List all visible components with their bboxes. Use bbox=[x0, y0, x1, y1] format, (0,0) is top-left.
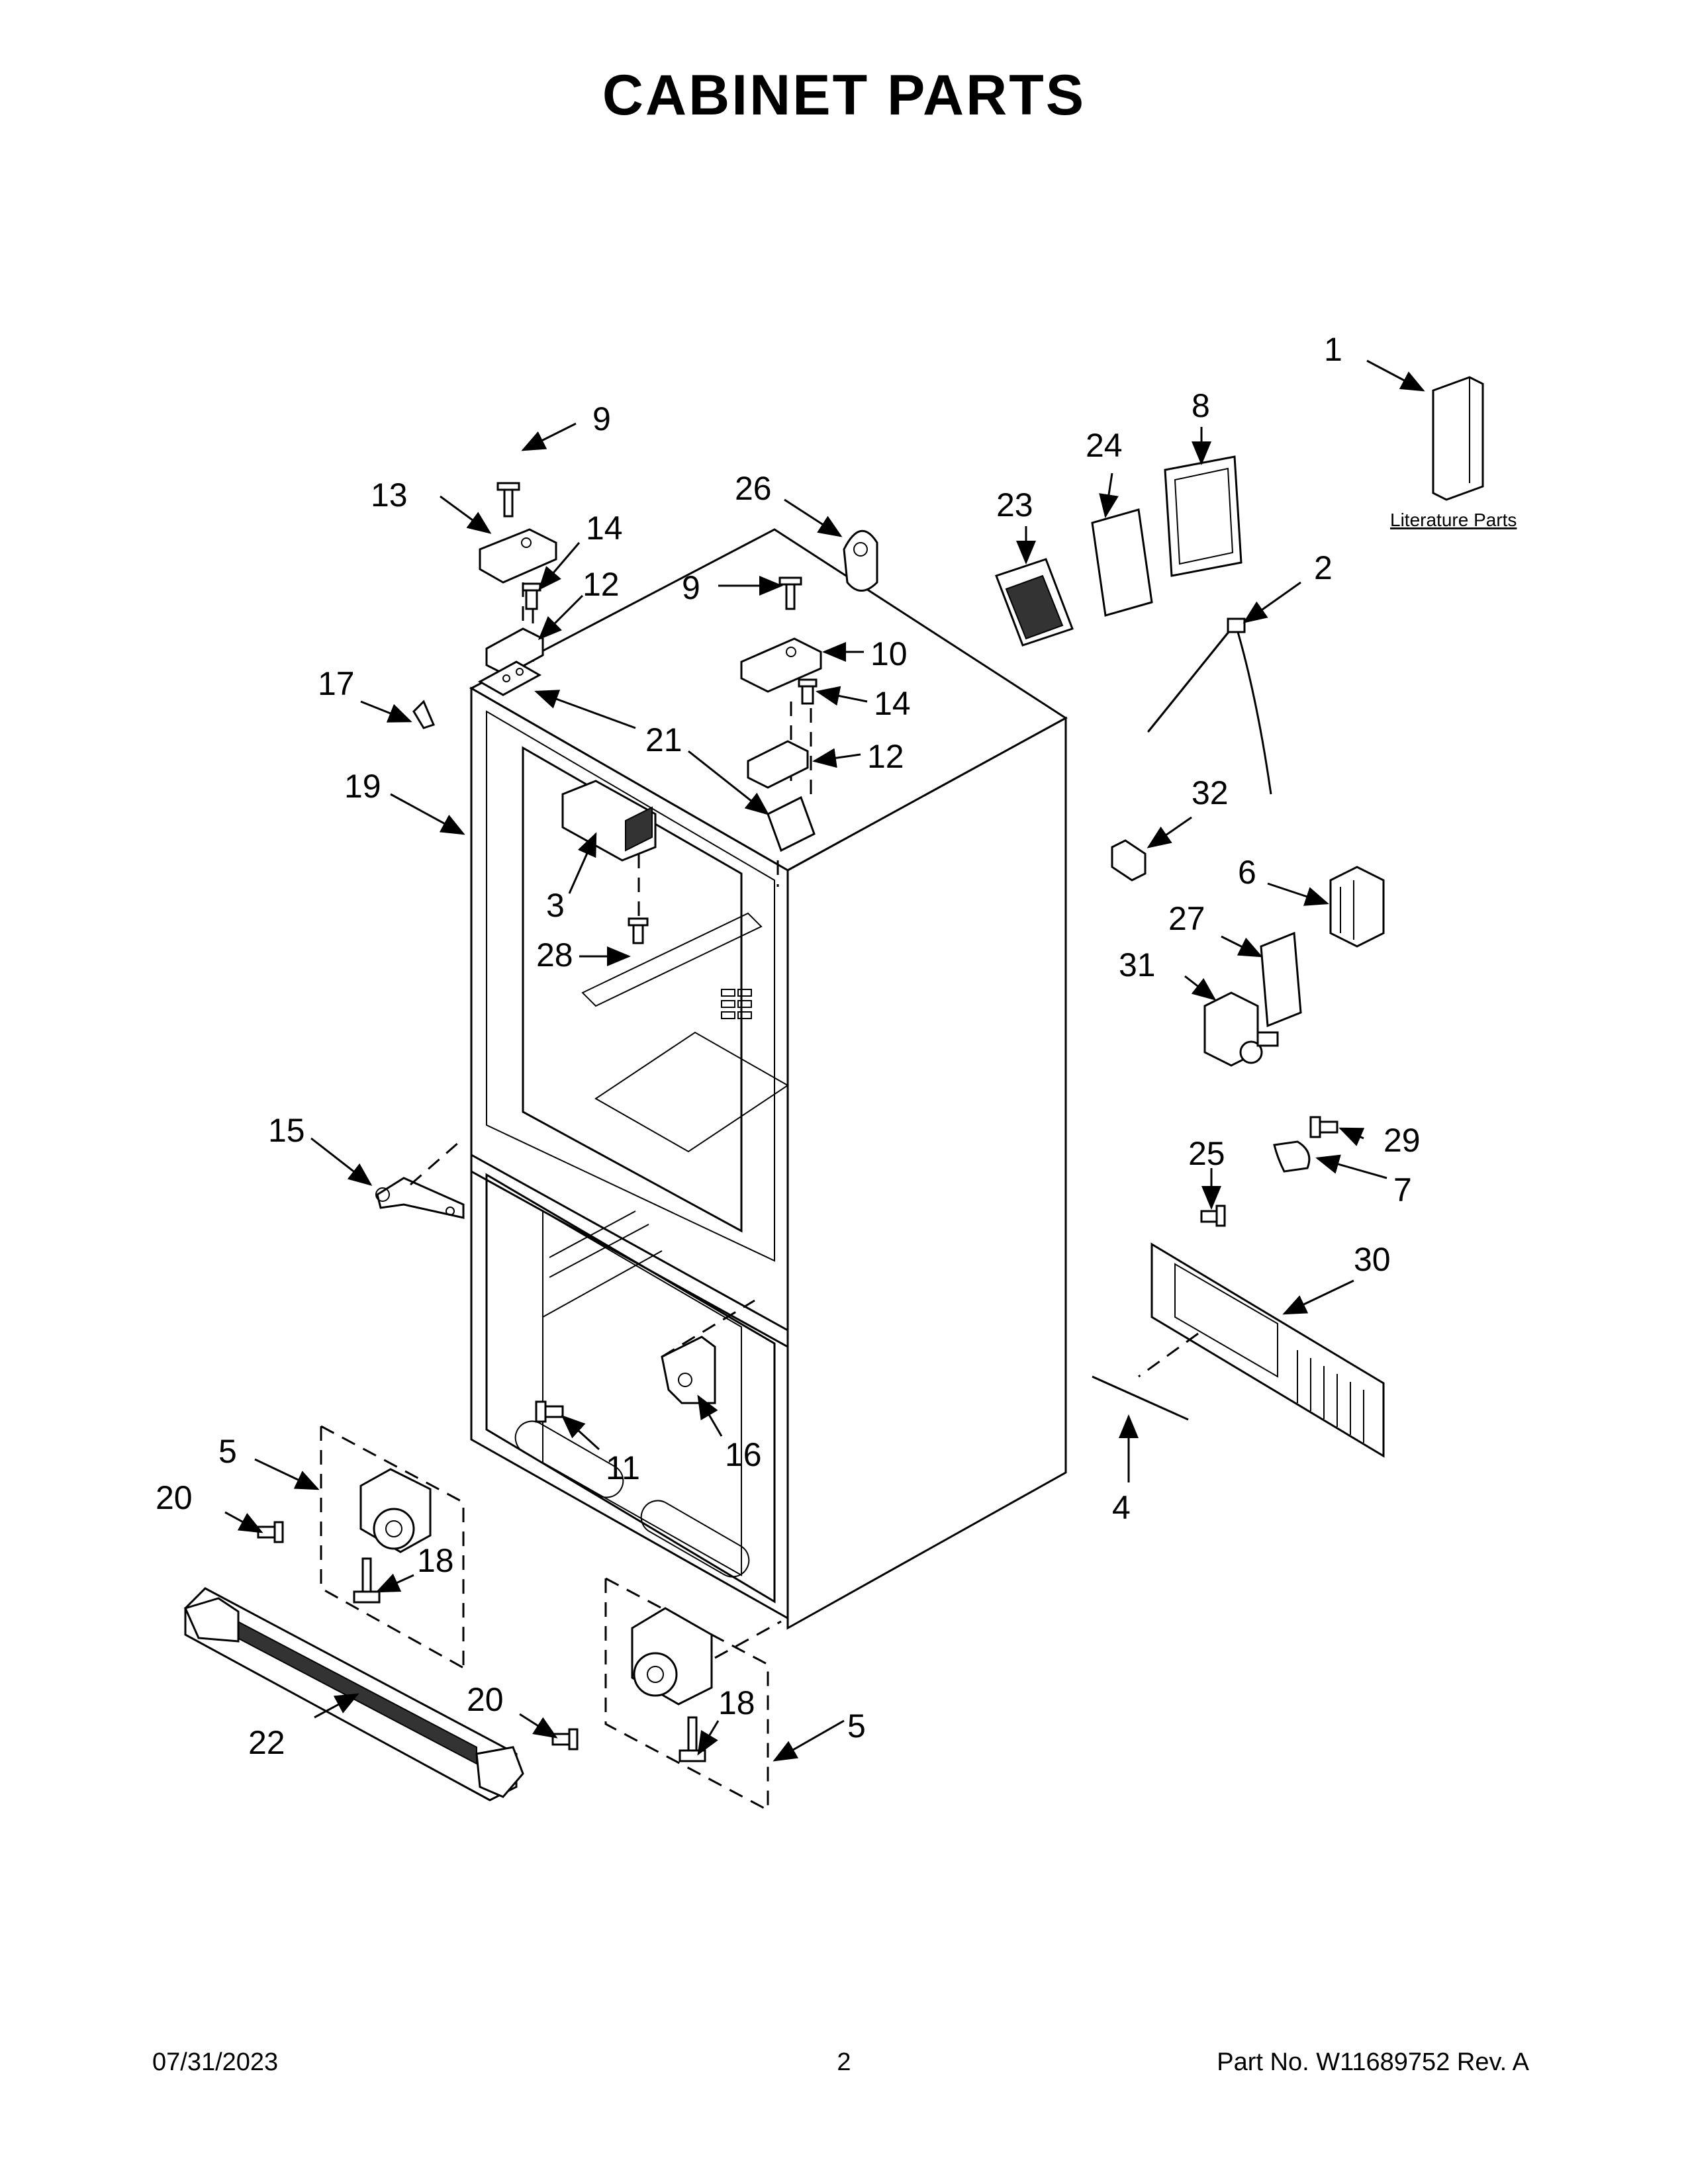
callout-28: 28 bbox=[536, 936, 573, 974]
right-roller-assembly bbox=[551, 1577, 782, 1811]
callout-3: 3 bbox=[546, 887, 565, 924]
callout-13: 13 bbox=[371, 477, 408, 514]
callout-25: 25 bbox=[1188, 1135, 1225, 1172]
part-16-lower-hinge bbox=[535, 1299, 755, 1423]
callout-2: 2 bbox=[1314, 549, 1333, 586]
callout-7: 7 bbox=[1393, 1171, 1412, 1208]
part-3-bracket bbox=[561, 780, 657, 944]
part-30-access-panel bbox=[1138, 1242, 1385, 1458]
top-left-hinge-assembly bbox=[477, 482, 557, 696]
callout-9-left: 9 bbox=[592, 400, 611, 437]
callout-6: 6 bbox=[1238, 854, 1256, 891]
part-2-fill-tube bbox=[1147, 617, 1272, 795]
part-4-strip bbox=[1092, 1375, 1189, 1421]
top-right-hinge-assembly bbox=[740, 576, 822, 887]
part-27-cover bbox=[1260, 931, 1302, 1028]
part-32-connector bbox=[1111, 839, 1147, 882]
leader-lines bbox=[224, 359, 1425, 1762]
callout-11: 11 bbox=[606, 1449, 640, 1486]
callout-labels: 1 Literature Parts 2 3 4 5 5 6 7 8 9 9 1… bbox=[156, 331, 1517, 1761]
callout-21: 21 bbox=[645, 721, 682, 758]
part-8-panel bbox=[1164, 455, 1243, 577]
part-17-clip bbox=[412, 700, 436, 729]
callout-12-right: 12 bbox=[867, 738, 904, 775]
callout-23: 23 bbox=[996, 486, 1033, 523]
footer-page-number: 2 bbox=[837, 2048, 851, 2076]
part-31-water-valve bbox=[1203, 991, 1279, 1067]
callout-26: 26 bbox=[735, 470, 772, 507]
part-23-control-board bbox=[995, 558, 1074, 647]
part-29-screw-and-7-clamp bbox=[1273, 1116, 1338, 1173]
callout-20-right: 20 bbox=[467, 1681, 504, 1718]
part-6-valve-bracket bbox=[1329, 866, 1385, 948]
callout-14-left: 14 bbox=[586, 510, 623, 547]
callout-10: 10 bbox=[870, 635, 908, 672]
footer-part-number: Part No. W11689752 Rev. A bbox=[1217, 2048, 1529, 2076]
callout-12-left: 12 bbox=[583, 566, 620, 603]
callout-15: 15 bbox=[268, 1112, 305, 1149]
callout-32: 32 bbox=[1192, 774, 1229, 811]
callout-5-left: 5 bbox=[218, 1433, 237, 1470]
literature-parts-booklet bbox=[1432, 376, 1484, 501]
footer-date: 07/31/2023 bbox=[152, 2048, 279, 2076]
callout-16: 16 bbox=[725, 1436, 762, 1473]
callout-29: 29 bbox=[1383, 1122, 1421, 1159]
callout-22: 22 bbox=[248, 1724, 285, 1761]
literature-parts-label: Literature Parts bbox=[1390, 510, 1517, 530]
callout-19: 19 bbox=[344, 768, 381, 805]
callout-18-left: 18 bbox=[417, 1542, 454, 1579]
callout-1: 1 bbox=[1324, 331, 1342, 368]
callout-31: 31 bbox=[1119, 946, 1156, 983]
callout-4: 4 bbox=[1112, 1489, 1131, 1526]
cabinet-body bbox=[469, 528, 1068, 1630]
part-24-cover bbox=[1091, 508, 1153, 617]
callout-17: 17 bbox=[318, 665, 355, 702]
callout-14-right: 14 bbox=[874, 685, 911, 722]
callout-24: 24 bbox=[1086, 427, 1123, 464]
callout-20-left: 20 bbox=[156, 1479, 193, 1516]
callout-27: 27 bbox=[1168, 900, 1205, 937]
part-25-screw bbox=[1200, 1205, 1226, 1227]
left-roller-assembly bbox=[257, 1425, 465, 1669]
callout-5-right: 5 bbox=[847, 1707, 866, 1745]
callout-8: 8 bbox=[1192, 387, 1210, 424]
callout-9-right: 9 bbox=[682, 569, 700, 606]
page-title: CABINET PARTS bbox=[602, 64, 1086, 127]
callout-18-right: 18 bbox=[718, 1684, 755, 1721]
part-26-bracket bbox=[843, 529, 878, 592]
part-15-lower-hinge bbox=[375, 1137, 465, 1219]
callout-30: 30 bbox=[1354, 1241, 1391, 1278]
